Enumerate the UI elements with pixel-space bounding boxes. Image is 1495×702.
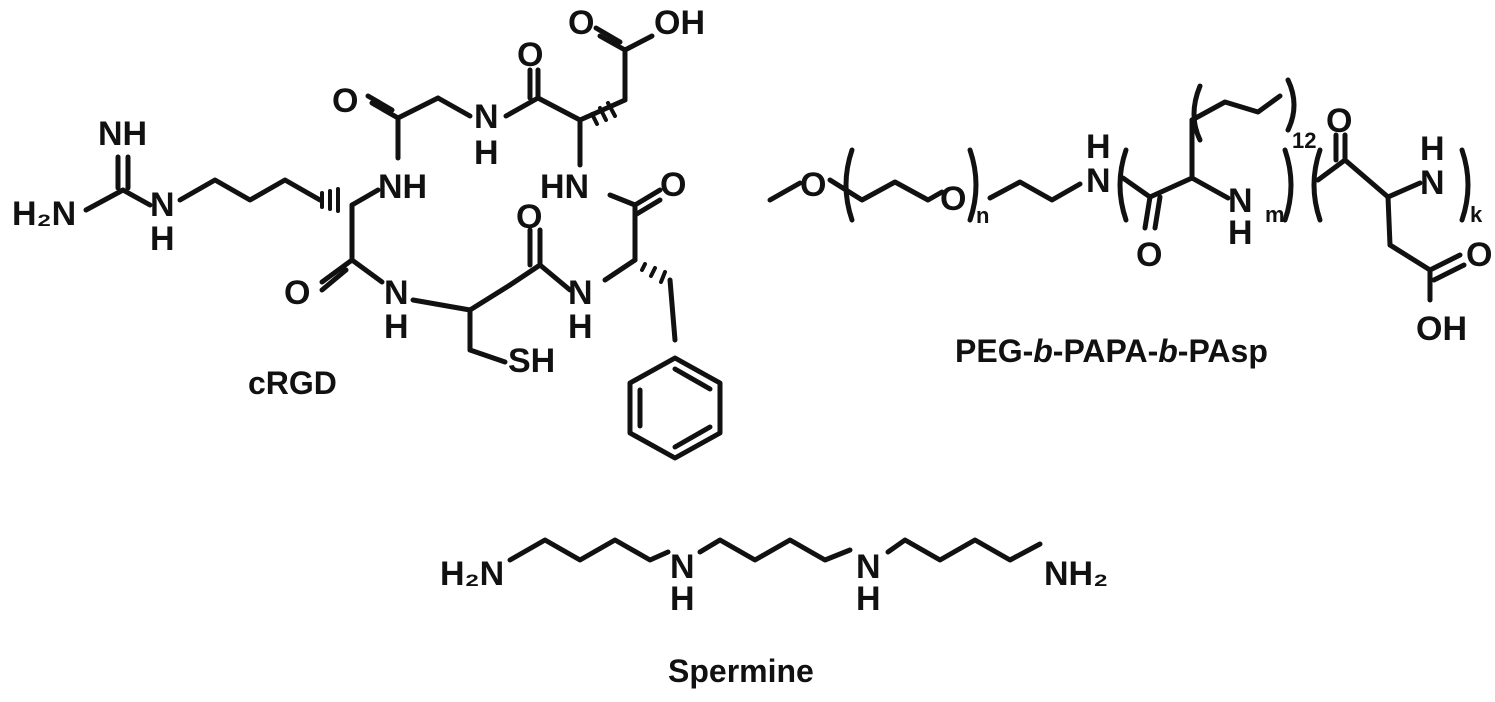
stereo-hash-asp xyxy=(590,101,617,126)
crgd-atom-h-cys: H xyxy=(384,308,409,346)
crgd-atom-n-phe: N xyxy=(568,274,593,312)
crgd-atom-o-acid: O xyxy=(568,4,594,42)
spermine-name: Spermine xyxy=(668,653,814,689)
peg-subscript-m: m xyxy=(1265,202,1285,227)
peg-atom-oh-acid: OH xyxy=(1416,310,1467,348)
crgd-name: cRGD xyxy=(248,365,337,401)
crgd-atom-n-cys: N xyxy=(384,274,409,312)
peg-name-part-2: b xyxy=(1033,333,1053,369)
spermine-structure: H₂N N H N H NH₂ Spermine xyxy=(440,537,1108,689)
peg-name-part-4: b xyxy=(1158,333,1178,369)
crgd-atom-n-guanidine: N xyxy=(150,186,175,224)
stereo-hash-phe xyxy=(640,262,667,284)
crgd-atom-nh-arg: NH xyxy=(378,168,427,206)
crgd-atom-h-phe: H xyxy=(568,308,593,346)
stereo-hash-arg xyxy=(320,187,340,213)
peg-atom-n-amide3: N xyxy=(1420,164,1445,202)
crgd-atom-n-gly: N xyxy=(474,98,499,136)
spermine-atom-h2: H xyxy=(856,580,881,618)
spermine-atom-n1: N xyxy=(670,548,695,586)
peg-atom-o-carb2: O xyxy=(1326,102,1352,140)
peg-name: PEG-b-PAPA-b-PAsp xyxy=(955,333,1268,369)
spermine-atom-n2: N xyxy=(856,548,881,586)
crgd-atom-hn-asp: HN xyxy=(540,168,589,206)
spermine-atom-nh2: NH₂ xyxy=(1044,555,1108,593)
crgd-atom-o-asp: O xyxy=(517,36,543,74)
crgd-atom-o-phe: O xyxy=(660,166,686,204)
peg-atom-n-amide1: N xyxy=(1086,162,1111,200)
peg-subscript-n: n xyxy=(976,203,989,228)
peg-atom-o-ether1: O xyxy=(800,166,826,204)
crgd-atom-oh-acid: OH xyxy=(654,4,705,42)
crgd-structure: NH H₂N N H O N H O OH O NH HN O O N H O … xyxy=(12,4,723,461)
peg-name-part-1: PEG- xyxy=(955,333,1033,369)
crgd-atom-sh: SH xyxy=(508,342,555,380)
peg-atom-o-ether2: O xyxy=(940,180,966,218)
peg-subscript-k: k xyxy=(1470,202,1483,227)
peg-atom-h-amide1: H xyxy=(1086,128,1111,166)
spermine-atom-h1: H xyxy=(670,580,695,618)
crgd-atom-imine: NH xyxy=(98,115,147,153)
peg-name-part-3: -PAPA- xyxy=(1053,333,1158,369)
crgd-atom-h2n-guanidine: H₂N xyxy=(12,195,76,233)
peg-atom-n-amide2: N xyxy=(1228,182,1253,220)
crgd-atom-o-arg: O xyxy=(284,274,310,312)
peg-name-part-5: -PAsp xyxy=(1178,333,1268,369)
crgd-atom-h-gly: H xyxy=(474,134,499,172)
peg-papa-pasp-structure: O O n N H O N H 12 m O N H k O OH PEG-b-… xyxy=(767,77,1492,369)
peg-atom-o-acid: O xyxy=(1466,236,1492,274)
spermine-atom-h2n: H₂N xyxy=(440,555,504,593)
crgd-atom-o-gly: O xyxy=(332,82,358,120)
crgd-atom-h-guanidine: H xyxy=(150,220,175,258)
peg-atom-h-amide2: H xyxy=(1228,214,1253,252)
peg-atom-h-amide3: H xyxy=(1420,130,1445,168)
crgd-atom-o-cys: O xyxy=(516,198,542,236)
peg-subscript-chain: 12 xyxy=(1292,128,1316,153)
peg-atom-o-carb1: O xyxy=(1136,236,1162,274)
